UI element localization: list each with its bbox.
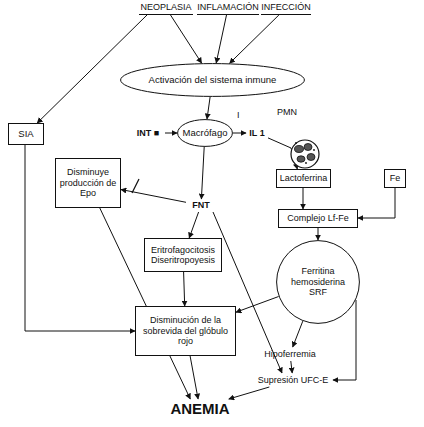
storage-circle: Ferritina hemosiderina SRF — [276, 240, 360, 324]
process-box: Disminución de la sobrevida del glóbulo … — [135, 306, 236, 356]
process-box: Eritrofagocitosis Diseritropoyesis — [144, 238, 222, 272]
mediator-term: FNT — [186, 199, 216, 212]
process-box: Disminuye producción de Epo — [55, 158, 121, 208]
arrow-connector — [233, 133, 246, 134]
edge-label: I — [237, 110, 240, 120]
cell-ellipse: Macrófago — [177, 119, 233, 147]
node-text: Supresión UFC-E — [258, 375, 329, 385]
node-text: Activación del sistema inmune — [149, 75, 277, 86]
cause-term: NEOPLASIA — [139, 1, 193, 15]
arrow-connector — [121, 190, 186, 203]
process-box: Complejo Lf-Fe — [278, 209, 358, 228]
arrow-connector — [201, 147, 204, 199]
arrow-connector — [37, 15, 147, 123]
arrow-connector — [25, 145, 135, 331]
arrow-connector — [230, 15, 279, 63]
arrow-connector — [216, 15, 226, 63]
node-text: INFECCIÓN — [261, 2, 311, 12]
mediator-term: IL 1 — [246, 126, 268, 140]
node-text: Disminuye producción de Epo — [56, 167, 120, 198]
node-text: Complejo Lf-Fe — [287, 213, 349, 223]
arrow-connector — [358, 188, 395, 218]
node-text: NEOPLASIA — [140, 2, 191, 12]
arrow-connector — [268, 138, 297, 169]
node-text: Lactoferrina — [280, 173, 328, 183]
node-text: Eritrofagocitosis Diseritropoyesis — [145, 245, 221, 266]
arrow-connector — [171, 15, 202, 63]
block-slash — [132, 179, 139, 193]
node-text: Ferritina hemosiderina SRF — [288, 266, 348, 297]
part-label: PMN — [277, 107, 297, 117]
process-ellipse: Activación del sistema inmune — [120, 63, 305, 97]
pmn-cell-illustration — [291, 140, 319, 168]
node-text: Hipoferremia — [264, 349, 316, 359]
arrow-connector — [100, 208, 191, 399]
mediator-term: INT ■ — [131, 126, 165, 140]
arrow-connector — [190, 356, 198, 399]
node-text: SIA — [18, 129, 33, 140]
cause-term: INFLAMACIÓN — [197, 1, 259, 15]
node-text: IL 1 — [249, 128, 264, 138]
arrow-connector — [184, 272, 185, 306]
arrow-connector — [189, 212, 198, 238]
cause-term: INFECCIÓN — [261, 1, 311, 15]
node-text: INFLAMACIÓN — [197, 2, 259, 12]
arrow-connector — [293, 321, 303, 347]
process-box: SIA — [8, 123, 44, 145]
node-text: Macrófago — [183, 128, 228, 139]
process-box: Lactoferrina — [276, 169, 331, 188]
arrow-connector — [318, 228, 319, 240]
arrow-connector — [207, 97, 210, 119]
arrow-connector — [229, 387, 269, 399]
effect-term: Hipoferremia — [261, 347, 319, 361]
node-text: INT ■ — [137, 128, 159, 138]
node-text: Disminución de la sobrevida del glóbulo … — [136, 315, 235, 346]
effect-term: Supresión UFC-E — [253, 373, 333, 387]
node-text: ANEMIA — [170, 400, 229, 417]
process-box: Fe — [384, 169, 406, 188]
arrow-connector — [165, 133, 177, 134]
arrow-connector — [291, 361, 292, 373]
outcome-term: ANEMIA — [158, 399, 242, 419]
node-text: FNT — [192, 200, 210, 210]
node-text: Fe — [390, 173, 401, 183]
arrow-connector — [236, 297, 279, 313]
arrow-connector — [303, 188, 304, 209]
